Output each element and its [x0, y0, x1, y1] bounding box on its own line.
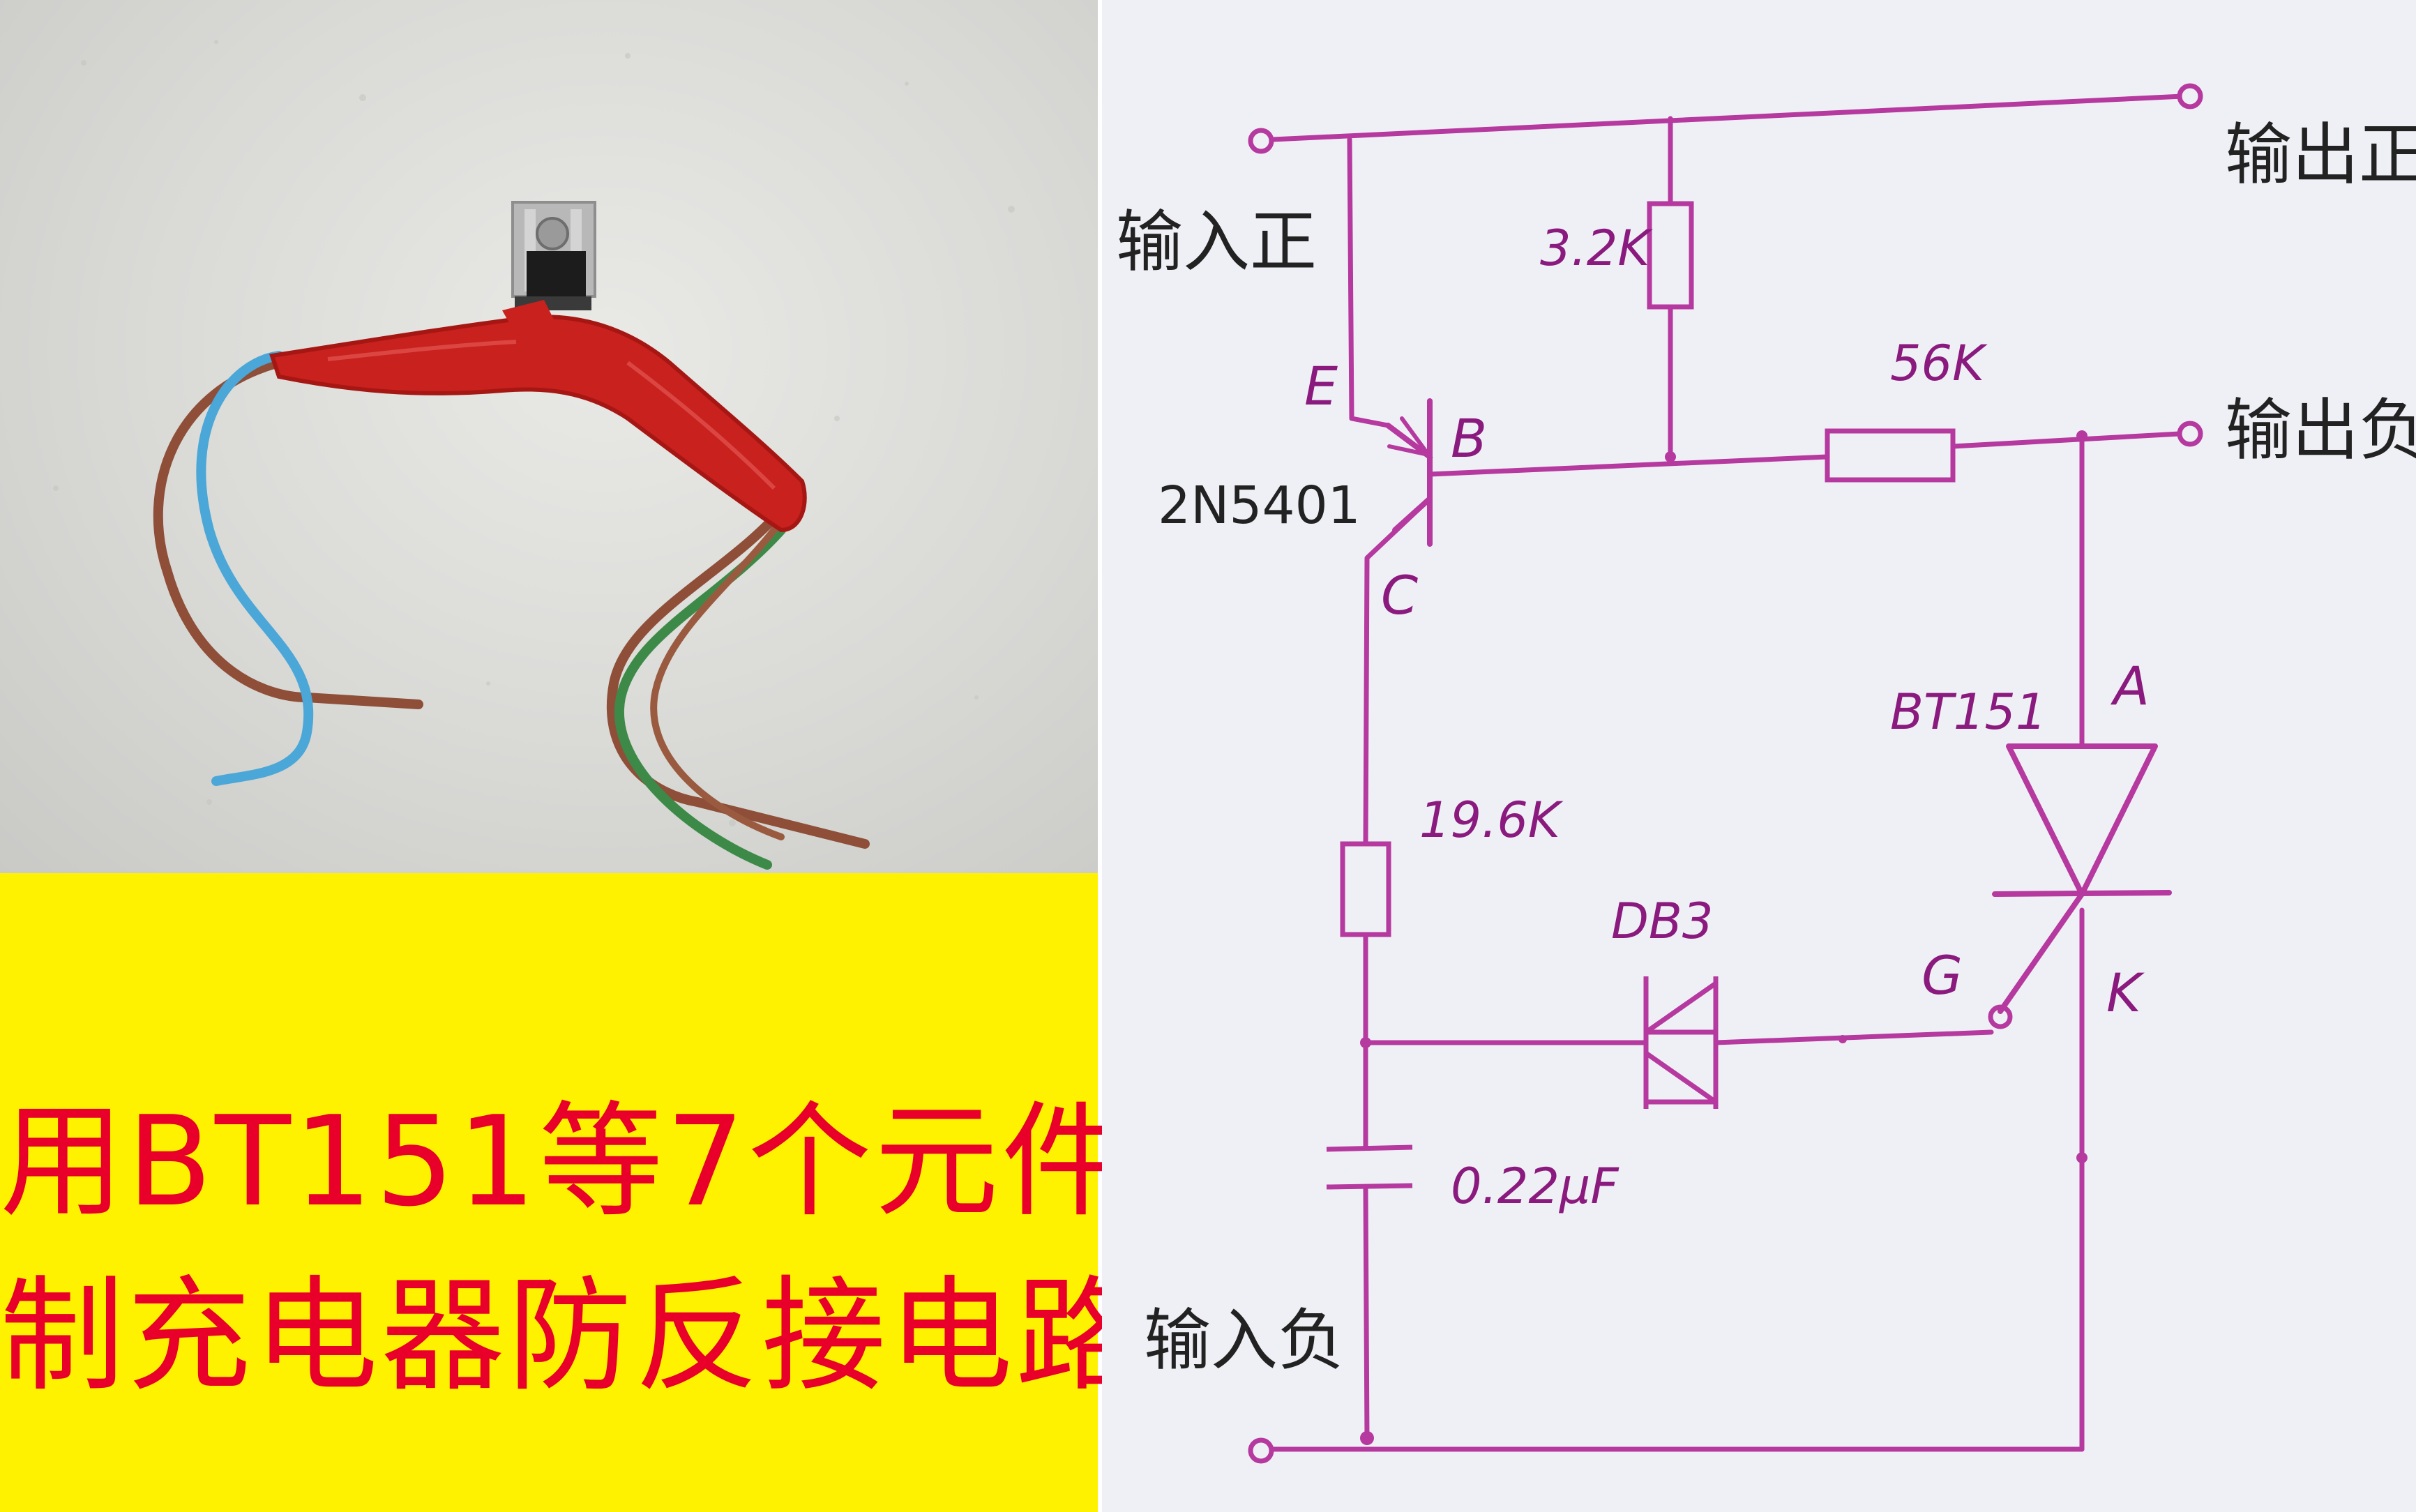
resistor-56k	[1825, 428, 1956, 483]
label-input-negative: 输入负	[1144, 1301, 1345, 1379]
caption-line-1: 用BT151等7个元件自	[0, 1089, 1255, 1234]
label-diac: DB3	[1611, 893, 1713, 950]
resistor-19-6k	[1340, 841, 1391, 937]
circuit-schematic: 输入正 输出正 输出负 输入负 3.2K 56K 19.6K 0.22μF 2N…	[1116, 83, 2416, 1464]
label-r3: 19.6K	[1419, 792, 1564, 849]
wires	[1270, 93, 2186, 1452]
pin-gate: G	[1922, 944, 1963, 1006]
transistor-2n5401	[1385, 398, 1434, 547]
heat-sink	[511, 201, 596, 310]
caption-line-2: 制充电器防反接电路	[0, 1264, 1142, 1408]
pin-anode: A	[2110, 655, 2150, 717]
label-cap: 0.22μF	[1451, 1158, 1620, 1215]
label-output-negative: 输出负	[2225, 391, 2416, 469]
pin-emitter: E	[1304, 355, 1338, 417]
label-output-positive: 输出正	[2225, 116, 2416, 194]
schematic-panel: 输入正 输出正 输出负 输入负 3.2K 56K 19.6K 0.22μF 2N…	[1102, 0, 2416, 1512]
scr-bt151	[1992, 743, 2172, 1014]
pin-base: B	[1451, 407, 1487, 469]
capacitor-0-22uf	[1326, 1144, 1413, 1190]
label-r2: 56K	[1890, 335, 1988, 392]
junction-dots	[1360, 430, 2087, 1445]
red-tape	[269, 315, 807, 533]
pin-collector: C	[1381, 564, 1418, 626]
module-photo-drawing	[53, 40, 1015, 870]
label-r1: 3.2K	[1540, 220, 1653, 277]
caption-panel: 用BT151等7个元件自 制充电器防反接电路	[0, 873, 1255, 1512]
resistor-3-2k	[1647, 201, 1694, 310]
module-photo	[0, 0, 1098, 873]
label-input-positive: 输入正	[1116, 203, 1317, 281]
label-transistor: 2N5401	[1158, 476, 1361, 536]
passive-components	[1326, 201, 1956, 1190]
pin-cathode: K	[2106, 962, 2145, 1024]
terminals	[1248, 83, 2203, 1464]
lead-wires	[153, 351, 870, 870]
diac-db3	[1643, 976, 1719, 1109]
label-scr: BT151	[1890, 683, 2046, 741]
